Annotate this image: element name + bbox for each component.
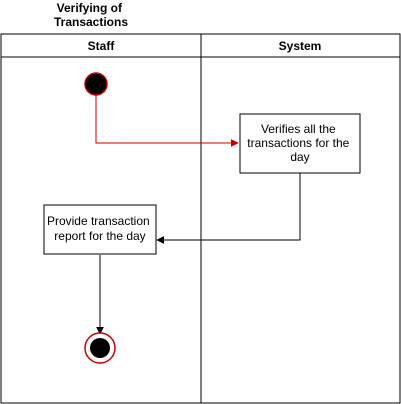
edge-start-to-verify [95,95,239,147]
lane-header-staff: Staff [88,39,116,53]
action-report-line-2: report for the day [54,229,145,243]
action-verify-transactions-label: Verifies all the transactions for the da… [247,122,352,164]
action-provide-report-label: Provide transaction report for the day [47,214,153,243]
diagram-title-line-1: Verifying of [57,1,123,15]
lane-header-system: System [279,39,322,53]
diagram-title: Verifying of Transactions [54,1,128,29]
action-verify-line-2: transactions for the [247,136,349,150]
final-node[interactable] [84,332,116,364]
action-verify-line-3: day [290,150,309,164]
edge-verify-to-report [156,173,301,244]
initial-node[interactable] [84,72,108,96]
action-provide-report[interactable] [43,204,157,255]
action-report-line-1: Provide transaction [47,214,150,228]
action-verify-line-1: Verifies all the [261,122,336,136]
final-node-core [90,338,110,358]
diagram-title-line-2: Transactions [54,15,128,29]
action-verify-transactions[interactable] [239,113,361,174]
